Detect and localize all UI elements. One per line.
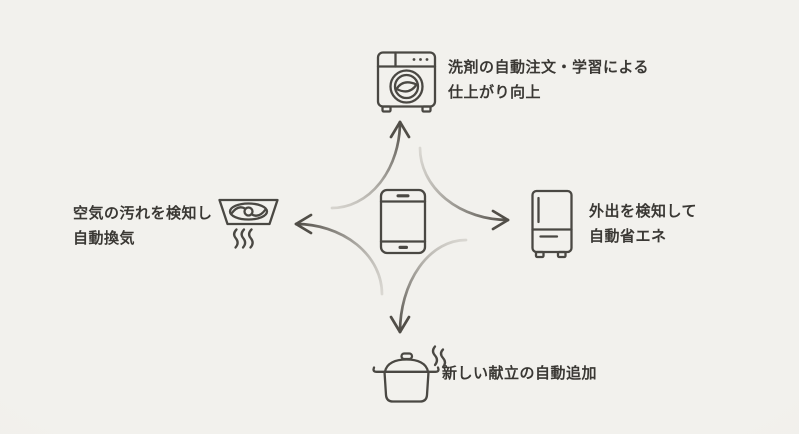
arrowhead-up-icon — [389, 120, 411, 139]
fridge-label-line-1: 外出を検知して — [589, 203, 698, 220]
steam-lines-icon — [431, 345, 447, 369]
cooking-pot-icon — [372, 345, 447, 403]
fridge-label: 外出を検知して 自動省エネ — [589, 199, 697, 249]
hood-label-line-1: 空気の汚れを検知し — [73, 205, 213, 222]
washer-label-line-1: 洗剤の自動注文・学習による — [448, 59, 650, 76]
washer-label-line-2: 仕上がり向上 — [448, 84, 542, 101]
arrowhead-down-icon — [389, 315, 411, 334]
range-hood-icon — [218, 198, 279, 249]
steam-lines-icon — [232, 228, 254, 249]
arrowhead-left-icon — [294, 213, 313, 235]
hood-label-line-2: 自動換気 — [73, 230, 136, 247]
refrigerator-icon — [531, 189, 573, 259]
washer-label: 洗剤の自動注文・学習による 仕上がり向上 — [448, 55, 649, 105]
hood-label: 空気の汚れを検知し 自動換気 — [73, 201, 213, 251]
washing-machine-icon — [376, 51, 437, 113]
arrow-up — [330, 120, 411, 210]
arrow-down — [389, 238, 468, 334]
arrow-right — [418, 146, 510, 231]
smartphone-icon — [379, 188, 427, 255]
pot-label: 新しい献立の自動追加 — [442, 361, 597, 386]
pot-label-line-1: 新しい献立の自動追加 — [442, 365, 598, 382]
fridge-label-line-2: 自動省エネ — [589, 228, 667, 245]
arrowhead-right-icon — [491, 209, 510, 231]
arrow-left — [294, 213, 384, 296]
